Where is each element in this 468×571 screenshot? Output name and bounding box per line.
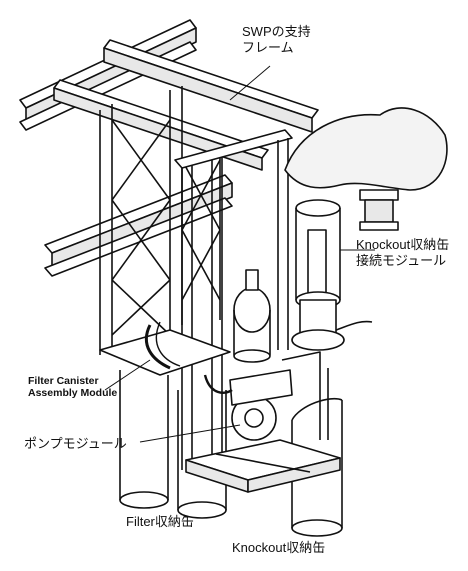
leader-pump-module bbox=[139, 424, 241, 443]
base-frame bbox=[185, 439, 341, 493]
filter-canister-body bbox=[119, 370, 227, 519]
upper-ibeam-right bbox=[103, 39, 319, 133]
label-knockout-can: Knockout収納缶 bbox=[232, 540, 326, 555]
right-ibeam-end bbox=[359, 189, 399, 231]
pump-module bbox=[203, 269, 329, 441]
leader-swp-frame bbox=[229, 65, 271, 101]
leader-filter-canister bbox=[104, 359, 151, 391]
hanger-frame bbox=[174, 129, 293, 470]
label-swp-frame-line1: SWPの支持 bbox=[242, 24, 311, 39]
knockout-connection-module bbox=[291, 199, 373, 351]
label-knockout-module: Knockout収納缶 接続モジュール bbox=[356, 237, 449, 269]
label-knockout-module-line2: 接続モジュール bbox=[356, 253, 447, 268]
label-filter-canister-line1: Filter Canister bbox=[28, 375, 99, 387]
label-swp-frame: SWPの支持 フレーム bbox=[242, 24, 311, 56]
label-filter-can: Filter収納缶 bbox=[126, 514, 194, 529]
concrete-mass bbox=[284, 107, 448, 191]
label-filter-canister: Filter Canister Assembly Module bbox=[28, 375, 117, 399]
label-swp-frame-line2: フレーム bbox=[242, 40, 294, 55]
truss-tower bbox=[99, 86, 221, 355]
label-filter-canister-line2: Assembly Module bbox=[28, 387, 118, 399]
label-knockout-module-line1: Knockout収納缶 bbox=[356, 237, 450, 252]
label-pump-module: ポンプモジュール bbox=[24, 436, 127, 451]
upper-ibeam-cross bbox=[53, 79, 269, 171]
